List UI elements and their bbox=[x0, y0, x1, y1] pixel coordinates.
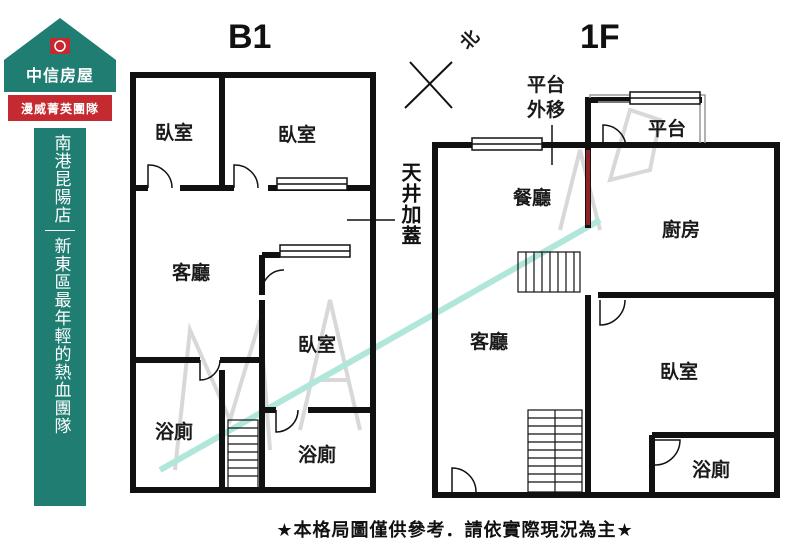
f1-balcony-note-line1: 平台 bbox=[527, 74, 566, 96]
team-badge: 漫威菁英團隊 bbox=[8, 95, 112, 121]
slogan-text: 新東區最年輕的熱血團隊 bbox=[50, 237, 71, 435]
slogan-divider bbox=[45, 230, 75, 231]
f1-balcony-note-line2: 外移 bbox=[527, 99, 566, 121]
f1-doors bbox=[451, 124, 681, 493]
brand-name: 中信房屋 bbox=[25, 66, 94, 85]
b1-bath-2: 浴廁 bbox=[298, 444, 337, 466]
f1-bath: 浴廁 bbox=[692, 459, 731, 481]
f1-title: 1F bbox=[580, 18, 620, 56]
f1-windows bbox=[471, 91, 701, 151]
b1-windows bbox=[276, 177, 351, 258]
f1-dining: 餐廳 bbox=[513, 187, 552, 209]
disclaimer-note: ★本格局圖僅供參考．請依實際現況為主★ bbox=[276, 520, 634, 541]
b1-bath-1: 浴廁 bbox=[155, 421, 194, 443]
b1-bedroom-3: 臥室 bbox=[298, 334, 337, 356]
b1-bedroom-1: 臥室 bbox=[155, 122, 194, 144]
brand-panel: 中信房屋 漫威菁英團隊 南港昆陽店 新東區最年輕的熱血團隊 bbox=[0, 0, 120, 555]
north-arrow-icon bbox=[404, 61, 453, 109]
b1-title: B1 bbox=[228, 18, 272, 56]
f1-walls bbox=[432, 97, 780, 498]
b1-stairs bbox=[227, 419, 259, 489]
f1-balcony: 平台 bbox=[648, 118, 687, 140]
brand-roof-shape bbox=[4, 18, 116, 92]
f1-living-room: 客廳 bbox=[470, 331, 509, 353]
b1-bedroom-2: 臥室 bbox=[278, 124, 317, 146]
b1-skylight-note: 天井加蓋 bbox=[398, 162, 422, 246]
b1-doors bbox=[147, 164, 299, 433]
b1-living-room: 客廳 bbox=[172, 262, 211, 284]
f1-kitchen: 廚房 bbox=[662, 219, 701, 241]
slogan-box: 南港昆陽店 新東區最年輕的熱血團隊 bbox=[34, 128, 86, 506]
store-name: 南港昆陽店 bbox=[50, 134, 71, 224]
f1-stairs-lower bbox=[527, 409, 583, 493]
house-logo-icon bbox=[50, 38, 70, 54]
f1-stairs-upper bbox=[517, 251, 581, 293]
f1-bedroom: 臥室 bbox=[660, 361, 699, 383]
